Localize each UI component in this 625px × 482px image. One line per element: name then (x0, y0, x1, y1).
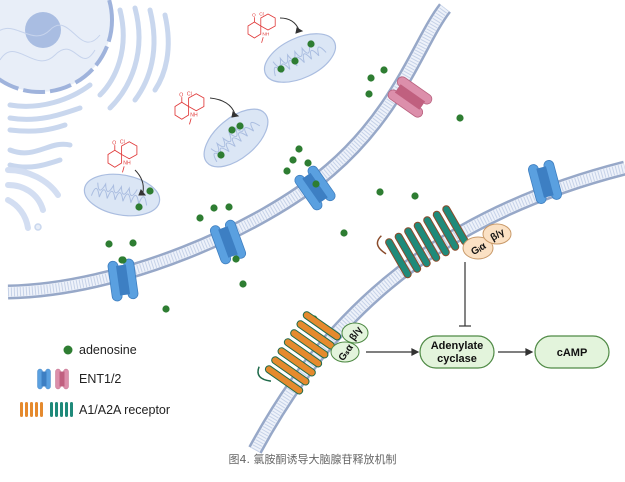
ketamine-molecule-1 (247, 11, 276, 44)
ent-transporter-pink (385, 74, 435, 120)
adenosine-dot (312, 180, 320, 188)
adenosine-dot (304, 159, 312, 167)
nucleus (0, 0, 114, 94)
adenosine-dot (210, 204, 218, 212)
adenylate-cyclase-label-line1: Adenylate (431, 340, 484, 352)
adenosine-dot (146, 187, 154, 195)
adenosine-dot (307, 40, 315, 48)
adenosine-dot (118, 256, 126, 264)
adenosine-dot (105, 240, 113, 248)
adenosine-dot (232, 255, 240, 263)
mitochondrion-top (256, 23, 344, 93)
a2a-receptor (257, 311, 342, 395)
uptake-arrows (134, 17, 304, 196)
adenosine-dot (217, 151, 225, 159)
legend-ent-label: ENT1/2 (79, 372, 121, 386)
adenosine-dot (283, 167, 291, 175)
adenosine-dot (228, 126, 236, 134)
camp-label: cAMP (557, 347, 588, 359)
legend-adenosine-label: adenosine (79, 343, 137, 357)
adenosine-dot (291, 57, 299, 65)
postsynaptic-membrane (248, 160, 625, 454)
adenosine-dot (162, 305, 170, 313)
mitochondrion-left (80, 168, 164, 222)
legend: adenosine ENT1/2 A1/A2A receptor (20, 343, 170, 417)
adenosine-dot (196, 214, 204, 222)
adenylate-cyclase-label-line2: cyclase (437, 353, 477, 365)
golgi-apparatus (5, 167, 61, 231)
legend-adenosine-icon (63, 345, 73, 355)
adenylate-cyclase-box: Adenylate cyclase (419, 335, 495, 369)
adenosine-dot (236, 122, 244, 130)
adenosine-dot (225, 203, 233, 211)
adenosine-dot (411, 192, 419, 200)
ketamine-molecule-3 (107, 139, 138, 173)
adenosine-dot (365, 90, 373, 98)
ketamine-molecule-2 (174, 91, 205, 125)
adenosine-dot (129, 239, 137, 247)
endoplasmic-reticulum (7, 5, 171, 170)
adenosine-dot (376, 188, 384, 196)
gs-protein: Gₛα β/γ (330, 322, 369, 363)
mitochondrion-middle (193, 97, 279, 179)
ent-transporter-1 (106, 257, 140, 303)
adenosine-dot (380, 66, 388, 74)
adenosine-molecules (105, 40, 464, 323)
adenosine-dot (456, 114, 464, 122)
legend-receptor-label: A1/A2A receptor (79, 403, 170, 417)
camp-box: cAMP (534, 335, 610, 369)
signaling-arrows (366, 262, 534, 356)
adenosine-dot (277, 65, 285, 73)
legend-receptor-icon (20, 402, 73, 417)
adenosine-dot (239, 280, 247, 288)
adenosine-dot (135, 203, 143, 211)
adenosine-dot (295, 145, 303, 153)
adenosine-dot (289, 156, 297, 164)
adenosine-dot (367, 74, 375, 82)
adenosine-dot (340, 229, 348, 237)
legend-ent-icon (37, 368, 69, 390)
a1-receptor (376, 205, 469, 279)
gi-protein: Gᵢα β/γ (462, 223, 512, 260)
figure-caption: 图4. 氯胺酮诱导大脑腺苷释放机制 (228, 453, 397, 466)
